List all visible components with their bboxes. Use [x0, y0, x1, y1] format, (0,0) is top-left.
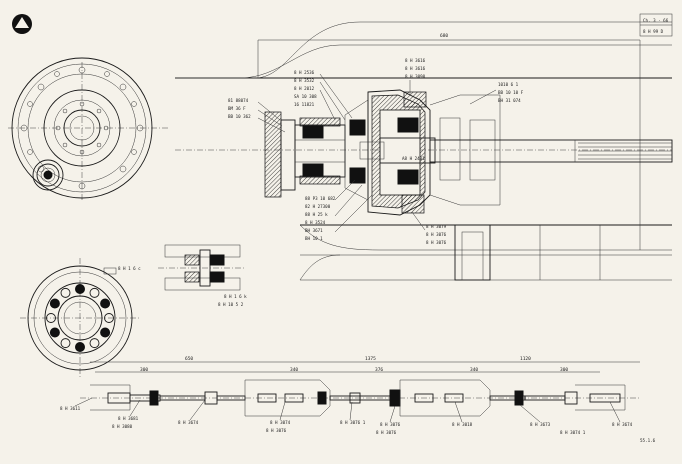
- roller: [49, 327, 60, 338]
- callout-label: 8 H 3524: [305, 220, 326, 225]
- shaft-callout: 8 H 3076: [266, 428, 287, 433]
- bearing-detail-section: 8 H 1 6 k 8 H 10 5 2: [158, 244, 247, 307]
- sheet-number: 55.1.6: [640, 438, 656, 443]
- callout-label: 8 H 10 5 2: [218, 302, 244, 307]
- callout-label: 16 11821: [294, 102, 315, 107]
- callout-label: 8 H 1 6 k: [224, 294, 247, 299]
- callout-label: ВВ 10 362: [228, 114, 251, 119]
- callout-label: 8 H 2536: [294, 70, 315, 75]
- callout-label: 8 H 2012: [294, 86, 315, 91]
- callout-label: ВН 31 074: [498, 98, 521, 103]
- callout-label: BB 10 10 F: [498, 90, 524, 95]
- dimension-shaft-a: 650: [185, 356, 193, 362]
- callout-label: 8 H 3616: [405, 66, 426, 71]
- callout-label: 8 H 3090: [405, 74, 426, 79]
- roller: [104, 313, 114, 323]
- callout-label: 8 H 3079: [426, 224, 447, 229]
- callout-label: 81 88074: [228, 98, 249, 103]
- callout-label: 8 H 3076: [426, 232, 447, 237]
- callouts-top-right: 8 H 3616 8 H 3616 8 H 3090: [405, 58, 426, 95]
- shaft-callout: 8 H 3611: [60, 406, 81, 411]
- splined-shaft: [429, 139, 673, 163]
- callout-label: SA 10 308: [294, 94, 317, 99]
- roller: [75, 342, 85, 352]
- shaft-callout: 8 H 3076: [380, 422, 401, 427]
- callout-label: BH 10 1: [305, 236, 323, 241]
- shaft-callout: 8 H 3074: [270, 420, 291, 425]
- title-block: Ch. 3 · 66 8 H 99 D: [639, 13, 673, 37]
- publisher-logo: [12, 14, 32, 34]
- callout-label: 8 H 3076: [426, 240, 447, 245]
- dimension-seg3: 340: [470, 367, 478, 373]
- callout-label: 8 H 3532: [294, 78, 315, 83]
- callout-label: 1010 6 1: [498, 82, 519, 87]
- overall-width-dimension: 680: [440, 33, 448, 39]
- dimension-shaft-total: 1375: [365, 356, 376, 362]
- roller: [89, 338, 100, 349]
- roller: [89, 287, 100, 298]
- title-block-line2: 8 H 99 D: [643, 29, 664, 34]
- center-callout: A8 H 2401: [402, 156, 425, 161]
- title-block-line1: Ch. 3 · 66: [643, 18, 669, 23]
- roller: [49, 298, 60, 309]
- callout-label: 82 H 27300: [305, 204, 331, 209]
- dimension-seg1: 300: [140, 367, 148, 373]
- flange-end-view: [8, 57, 170, 200]
- shaft-callout: 8 H 3681: [118, 416, 139, 421]
- callout-bearing-spec: 8 H 1 6 c: [118, 266, 141, 271]
- roller: [60, 338, 71, 349]
- callout-label: BM 36 F: [228, 106, 246, 111]
- axle-housing-outline: 680: [175, 21, 672, 281]
- dimension-seg2: 340: [290, 367, 298, 373]
- drive-shaft-assembly: 650 1375 1120 300 340 376 340 300 8 H 36…: [60, 356, 640, 435]
- roller: [75, 284, 85, 294]
- roller: [46, 313, 56, 323]
- roller: [100, 327, 111, 338]
- shaft-callout: 8 H 3018: [452, 422, 473, 427]
- shaft-callout: 8 H 3076: [376, 430, 397, 435]
- callouts-mid-lower: 88 P3 10 682 82 H 27300 88 H 25 k 8 H 35…: [305, 179, 373, 241]
- roller: [100, 298, 111, 309]
- shaft-callout: 8 H 3674: [612, 422, 633, 427]
- dimension-shaft-c: 1120: [520, 356, 531, 362]
- callouts-right-lower: 8 H 3079 8 H 3076 8 H 3076: [411, 211, 447, 245]
- callouts-mid-upper: 8 H 2536 8 H 3532 8 H 2012 SA 10 308 16 …: [294, 70, 353, 121]
- shaft-callout: 8 H 3076 1: [340, 420, 366, 425]
- callout-label: 8 H 3616: [405, 58, 426, 63]
- shaft-callout: 8 H 3080: [112, 424, 133, 429]
- shaft-callout: 8 H 3673: [530, 422, 551, 427]
- callouts-left-upper: 81 88074 BM 36 F ВВ 10 362: [228, 98, 286, 133]
- shaft-callout: 8 H 3674: [178, 420, 199, 425]
- rolling-elements: [46, 284, 114, 352]
- callout-label: 88 H 25 k: [305, 212, 328, 217]
- bearing-end-view: 8 H 1 6 c: [20, 258, 141, 378]
- callouts-right-upper: 1010 6 1 BB 10 10 F ВН 31 074: [469, 82, 524, 105]
- callout-label: BH 3671: [305, 228, 323, 233]
- dimension-seg4: 300: [560, 367, 568, 373]
- dimension-shaft-b: 376: [375, 367, 383, 373]
- callout-label: 88 P3 10 682: [305, 196, 336, 201]
- shaft-callout: 8 H 3074 1: [560, 430, 586, 435]
- roller: [60, 287, 71, 298]
- hub-cross-section: A8 H 2401: [264, 89, 501, 216]
